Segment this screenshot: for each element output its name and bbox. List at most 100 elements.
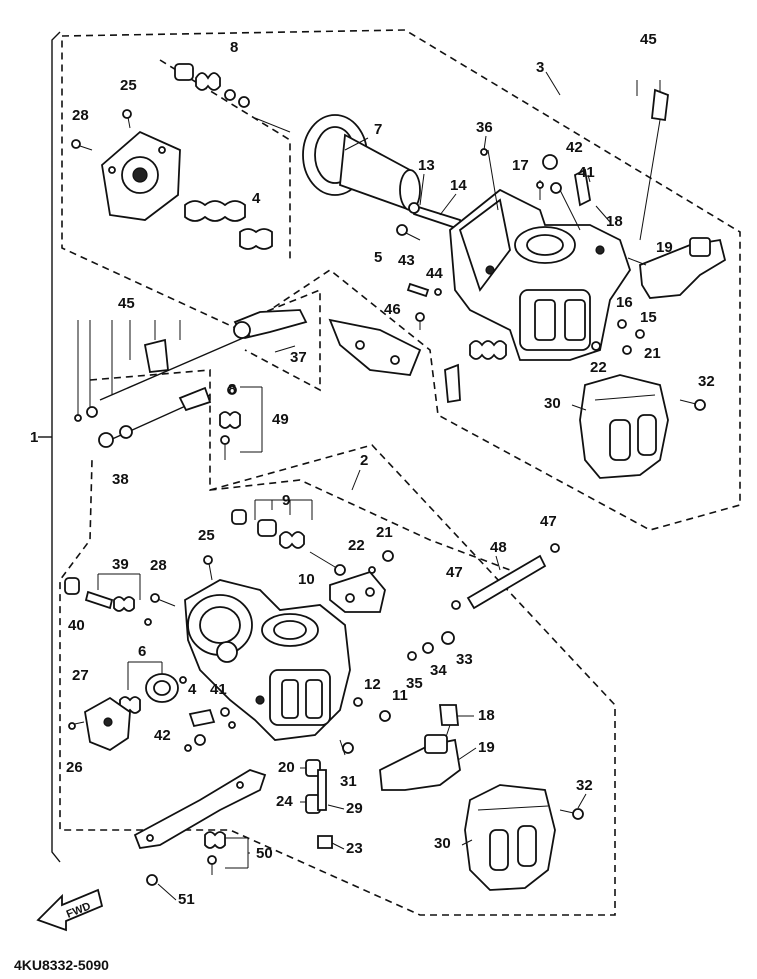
label-4-lower: 4 bbox=[188, 681, 197, 698]
link-subgroup-outline bbox=[244, 288, 321, 392]
screws-50-51 bbox=[146, 831, 249, 886]
spring-4-upper bbox=[184, 200, 273, 250]
label-17: 17 bbox=[512, 157, 529, 174]
label-50: 50 bbox=[256, 845, 273, 862]
label-38: 38 bbox=[112, 471, 129, 488]
screw-5-upper bbox=[396, 224, 421, 241]
label-11: 11 bbox=[392, 687, 408, 704]
label-41-upper: 41 bbox=[578, 164, 595, 181]
jets-8-upper bbox=[174, 63, 291, 133]
label-13: 13 bbox=[418, 157, 435, 174]
carburetor-body-lower bbox=[184, 579, 351, 741]
label-47-mid: 47 bbox=[446, 564, 463, 581]
label-18-upper: 18 bbox=[606, 213, 623, 230]
label-45-upper: 45 bbox=[640, 31, 657, 48]
screws-11-12 bbox=[353, 697, 391, 722]
part-36-line bbox=[487, 149, 499, 211]
carburetor-body-upper bbox=[449, 188, 631, 361]
label-40: 40 bbox=[68, 617, 85, 634]
screw-32-lower bbox=[559, 808, 584, 820]
rod-45-left bbox=[74, 320, 251, 422]
label-30-lower: 30 bbox=[434, 835, 451, 852]
label-5: 5 bbox=[374, 249, 382, 266]
tube-47-48 bbox=[451, 543, 560, 610]
label-28-lower: 28 bbox=[150, 557, 167, 574]
float-bowl-30-lower bbox=[464, 784, 556, 891]
label-39: 39 bbox=[112, 556, 129, 573]
small-parts-43-44-46 bbox=[406, 282, 442, 330]
float-arm-19-upper bbox=[639, 237, 727, 299]
label-3: 3 bbox=[536, 59, 544, 76]
label-18-lower: 18 bbox=[478, 707, 495, 724]
link-plate-upper bbox=[328, 318, 422, 376]
label-43: 43 bbox=[398, 252, 415, 269]
label-16: 16 bbox=[616, 294, 633, 311]
label-46: 46 bbox=[384, 301, 401, 318]
label-35: 35 bbox=[406, 675, 423, 692]
label-25-upper: 25 bbox=[120, 77, 137, 94]
label-1: 1 bbox=[30, 429, 38, 446]
rod-45-upper bbox=[636, 80, 669, 241]
label-21-lower: 21 bbox=[376, 524, 393, 541]
jets-20-29-23-24-31 bbox=[305, 739, 354, 849]
label-2: 2 bbox=[360, 452, 368, 469]
screws-49 bbox=[219, 385, 263, 460]
screw-28-upper bbox=[71, 139, 93, 151]
label-12: 12 bbox=[364, 676, 381, 693]
label-30-upper: 30 bbox=[544, 395, 561, 412]
small-screws-15-16-21-22 bbox=[591, 319, 645, 355]
label-19-upper: 19 bbox=[656, 239, 673, 256]
label-31: 31 bbox=[340, 773, 357, 790]
label-36: 36 bbox=[476, 119, 493, 136]
label-42-lower: 42 bbox=[154, 727, 171, 744]
float-arm-19-lower bbox=[379, 734, 461, 791]
label-10: 10 bbox=[298, 571, 315, 588]
label-14: 14 bbox=[450, 177, 467, 194]
document-code: 4KU8332-5090 bbox=[14, 957, 109, 973]
screw-32-upper bbox=[679, 399, 706, 411]
screw-28-lower bbox=[150, 593, 176, 607]
label-8-lower: 8 bbox=[228, 381, 236, 398]
screw-25-upper bbox=[122, 109, 132, 129]
float-bowl-30-upper bbox=[579, 374, 669, 479]
label-45-lower: 45 bbox=[118, 295, 135, 312]
spring-6-lower bbox=[119, 661, 187, 714]
label-26: 26 bbox=[66, 759, 83, 776]
middle-link-outline bbox=[89, 369, 511, 571]
diaphragm-piston-7 bbox=[302, 114, 421, 212]
label-48: 48 bbox=[490, 539, 507, 556]
label-7: 7 bbox=[374, 121, 382, 138]
label-42-upper: 42 bbox=[566, 139, 583, 156]
cover-27 bbox=[68, 696, 131, 752]
label-20: 20 bbox=[278, 759, 295, 776]
label-29: 29 bbox=[346, 800, 363, 817]
assembly-3-outline bbox=[61, 29, 741, 531]
fitting-37 bbox=[233, 309, 308, 353]
small-parts-17-41-42-upper bbox=[536, 154, 591, 231]
label-28-upper: 28 bbox=[72, 107, 89, 124]
label-32-upper: 32 bbox=[698, 373, 715, 390]
label-51: 51 bbox=[178, 891, 195, 908]
screw-25-lower bbox=[203, 555, 213, 581]
label-22-lower: 22 bbox=[348, 537, 365, 554]
assembly-1-bracket bbox=[51, 31, 61, 863]
label-15: 15 bbox=[640, 309, 657, 326]
label-41-lower: 41 bbox=[210, 681, 227, 698]
label-49: 49 bbox=[272, 411, 289, 428]
label-9: 9 bbox=[282, 492, 290, 509]
label-27: 27 bbox=[72, 667, 89, 684]
label-4-upper: 4 bbox=[252, 190, 261, 207]
bracket-plate-bottom bbox=[133, 769, 267, 849]
label-6: 6 bbox=[138, 643, 146, 660]
diaphragm-cover-upper bbox=[101, 130, 181, 221]
label-21-upper: 21 bbox=[644, 345, 661, 362]
label-23: 23 bbox=[346, 840, 363, 857]
bracket-10 bbox=[329, 550, 394, 613]
label-37: 37 bbox=[290, 349, 307, 366]
assembly-2-outline bbox=[59, 444, 616, 916]
leader-lines bbox=[157, 71, 647, 901]
fwd-arrow-icon: FWD bbox=[36, 888, 104, 932]
spring-upper-center bbox=[444, 340, 507, 404]
label-25-lower: 25 bbox=[198, 527, 215, 544]
